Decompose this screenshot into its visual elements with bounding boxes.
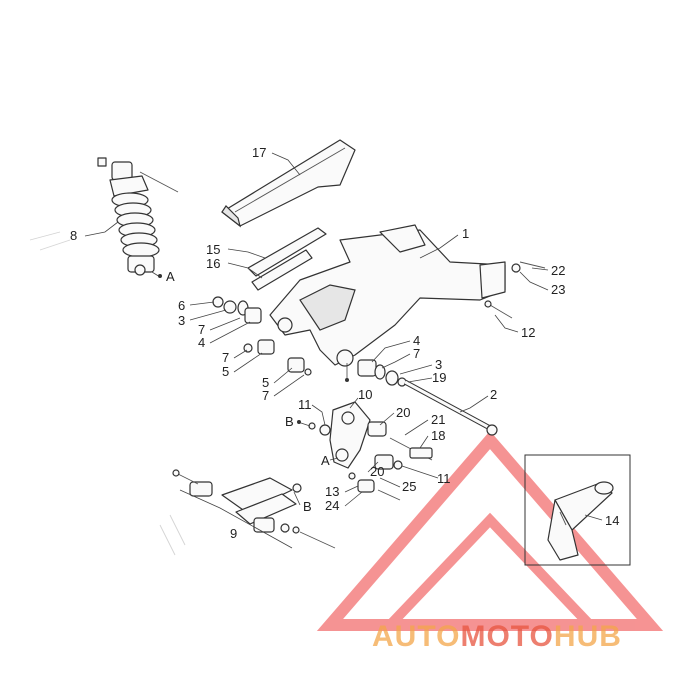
callout-10: 10: [358, 387, 372, 402]
callout-21: 21: [431, 412, 445, 427]
shock-absorber: [97, 157, 179, 276]
watermark-hub: HUB: [554, 620, 622, 653]
linkage-rocker: [308, 401, 371, 469]
watermark-logo: AUTOMOTOHUB: [372, 620, 622, 653]
callout-1: 1: [462, 226, 469, 241]
linkage-bushings: [348, 421, 433, 501]
callout-20-lower: 20: [370, 464, 384, 479]
callout-24: 24: [325, 498, 339, 513]
bolt-12: [484, 300, 513, 319]
callout-16: 16: [206, 256, 220, 271]
chain-guard: [221, 139, 356, 228]
axle-2: [403, 379, 498, 436]
callout-12: 12: [521, 325, 535, 340]
callout-5-mid: 5: [222, 364, 229, 379]
callout-19: 19: [432, 370, 446, 385]
leader-lines: [84, 152, 603, 549]
svg-text:AUTOMOTOHUB: AUTOMOTOHUB: [372, 620, 622, 653]
shock-spring: [111, 192, 160, 258]
callout-7-mid: 7: [222, 350, 229, 365]
callout-4-left: 4: [198, 335, 205, 350]
ghost-lines: [29, 231, 186, 556]
inset-box-tool: [524, 454, 631, 566]
callout-11-upper: 11: [298, 397, 312, 412]
callout-3-right: 3: [435, 357, 442, 372]
callout-14: 14: [605, 513, 619, 528]
callout-20-upper: 20: [396, 405, 410, 420]
callout-8: 8: [70, 228, 77, 243]
callout-7-left: 7: [198, 322, 205, 337]
callout-15: 15: [206, 242, 220, 257]
swingarm: [269, 224, 506, 367]
callout-22: 22: [551, 263, 565, 278]
bushings-right: [357, 359, 407, 387]
tool-sleeve: [547, 481, 614, 561]
bushings-left: [212, 296, 312, 376]
watermark-moto: MOTO: [460, 620, 553, 653]
callout-7-right: 7: [413, 346, 420, 361]
callout-2: 2: [490, 387, 497, 402]
callout-b-dogbone: B: [303, 499, 312, 514]
callout-13: 13: [325, 484, 339, 499]
callout-17: 17: [252, 145, 266, 160]
callout-b-linkage: B: [285, 414, 294, 429]
bolt-22: [511, 261, 546, 273]
callout-a-shock: A: [166, 269, 175, 284]
callout-3-left: 3: [178, 313, 185, 328]
watermark-auto: AUTO: [372, 620, 460, 653]
callout-4-right: 4: [413, 333, 420, 348]
callout-25: 25: [402, 479, 416, 494]
callout-5-low: 5: [262, 375, 269, 390]
callouts: 1 17 8 A 15 16 22 23 6 3 7 4 12 7 5 4 7 …: [70, 145, 619, 541]
callout-9: 9: [230, 526, 237, 541]
callout-7-low: 7: [262, 388, 269, 403]
callout-11-lower: 11: [437, 471, 451, 486]
callout-6: 6: [178, 298, 185, 313]
chain-slider: [247, 227, 327, 291]
callout-23: 23: [551, 282, 565, 297]
callout-a-linkage: A: [321, 453, 330, 468]
pointer-markers: [158, 274, 349, 424]
callout-18: 18: [431, 428, 445, 443]
